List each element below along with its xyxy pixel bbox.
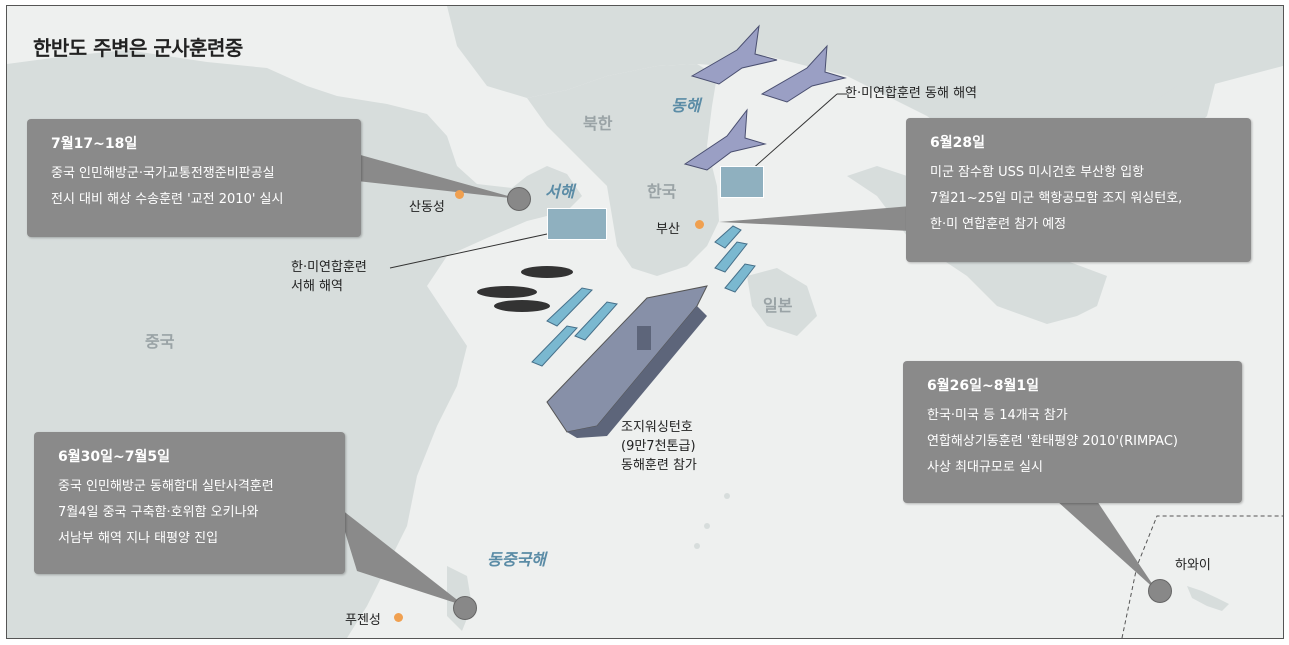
info-box-busan-line-1: 미군 잠수함 USS 미시건호 부산항 입항 [930, 165, 1145, 180]
info-box-china-west-date: 7월17~18일 [51, 136, 138, 152]
info-box-rimpac-line-2: 연합해상기동훈련 '환태평양 2010'(RIMPAC) [927, 434, 1178, 449]
pointer-rimpac [1057, 501, 1157, 591]
fujian-exercise-marker [453, 596, 477, 620]
hawaii-boundary [1121, 515, 1283, 638]
shandong-marker [455, 190, 464, 199]
east-sea-exercise-zone [720, 166, 764, 198]
info-box-busan-line-2: 7월21~25일 미군 핵항공모함 조지 워싱턴호, [930, 191, 1183, 206]
label-china: 중국 [145, 332, 175, 351]
info-box-rimpac-date: 6월26일~8월1일 [927, 378, 1039, 394]
leader-east-zone [749, 93, 838, 172]
label-east-china-sea: 동중국해 [487, 550, 546, 569]
shandong-exercise-marker [507, 187, 531, 211]
note-east-sea-zone: 한·미연합훈련 동해 해역 [845, 86, 977, 101]
note-west-sea-zone: 한·미연합훈련 서해 해역 [291, 258, 367, 296]
info-box-china-west-line-1: 중국 인민해방군·국가교통전쟁준비판공실 [51, 166, 275, 181]
aircraft-carrier-icon [546, 285, 708, 438]
label-east-sea: 동해 [671, 96, 701, 115]
info-box-rimpac-line-3: 사상 최대규모로 실시 [927, 460, 1043, 475]
label-north-korea: 북한 [583, 114, 613, 133]
busan-marker [695, 220, 704, 229]
info-box-china-south-date: 6월30일~7월5일 [58, 449, 170, 465]
info-box-rimpac: 6월26일~8월1일 한국·미국 등 14개국 참가 연합해상기동훈련 '환태평… [903, 361, 1242, 503]
note-carrier-line-1: 조지워싱턴호 [621, 420, 693, 435]
note-carrier-line-2: (9만7천톤급) [621, 439, 696, 454]
note-carrier-line-3: 동해훈련 참가 [621, 458, 697, 473]
info-box-busan-line-3: 한·미 연합훈련 참가 예정 [930, 217, 1067, 232]
note-west-sea-zone-line-2: 서해 해역 [291, 279, 343, 294]
fighter-jet-icons [683, 24, 847, 171]
info-box-china-south-line-3: 서남부 해역 지나 태평양 진입 [58, 531, 219, 546]
info-box-busan-date: 6월28일 [930, 135, 985, 151]
fujian-marker [394, 613, 403, 622]
info-box-china-south-line-1: 중국 인민해방군 동해함대 실탄사격훈련 [58, 479, 274, 494]
label-shandong: 산동성 [409, 200, 445, 215]
pointer-china-west [357, 154, 519, 199]
west-sea-exercise-zone [547, 208, 607, 240]
label-west-sea: 서해 [545, 182, 575, 201]
info-box-busan: 6월28일 미군 잠수함 USS 미시건호 부산항 입항 7월21~25일 미군… [906, 118, 1251, 262]
hawaii-islands [1187, 586, 1229, 611]
info-box-china-west: 7월17~18일 중국 인민해방군·국가교통전쟁준비판공실 전시 대비 해상 수… [27, 119, 361, 237]
label-busan: 부산 [656, 222, 680, 237]
korea-landmass [527, 64, 719, 276]
map-title: 한반도 주변은 군사훈련중 [33, 36, 243, 60]
japan-kyushu [747, 268, 817, 336]
info-box-china-south-line-2: 7월4일 중국 구축함·호위함 오키나와 [58, 505, 259, 520]
pointer-china-south [337, 506, 465, 606]
label-hawaii: 하와이 [1175, 558, 1211, 573]
leader-west-zone [389, 233, 548, 269]
note-west-sea-zone-line-1: 한·미연합훈련 [291, 260, 367, 275]
info-box-china-west-line-2: 전시 대비 해상 수송훈련 '교전 2010' 실시 [51, 192, 284, 207]
label-korea: 한국 [647, 182, 677, 201]
note-carrier: 조지워싱턴호 (9만7천톤급) 동해훈련 참가 [621, 418, 697, 475]
map-frame: 한반도 주변은 군사훈련중 동해 서해 동중국해 북한 한국 중국 일본 산동성… [6, 5, 1284, 639]
hawaii-exercise-marker [1148, 579, 1172, 603]
submarine-icons [477, 266, 573, 312]
info-box-china-south: 6월30일~7월5일 중국 인민해방군 동해함대 실탄사격훈련 7월4일 중국 … [34, 432, 345, 574]
warship-icons [531, 225, 756, 367]
pointer-busan [719, 206, 911, 231]
info-box-rimpac-line-1: 한국·미국 등 14개국 참가 [927, 408, 1068, 423]
label-japan: 일본 [763, 296, 793, 315]
label-fujian: 푸젠성 [345, 613, 381, 628]
